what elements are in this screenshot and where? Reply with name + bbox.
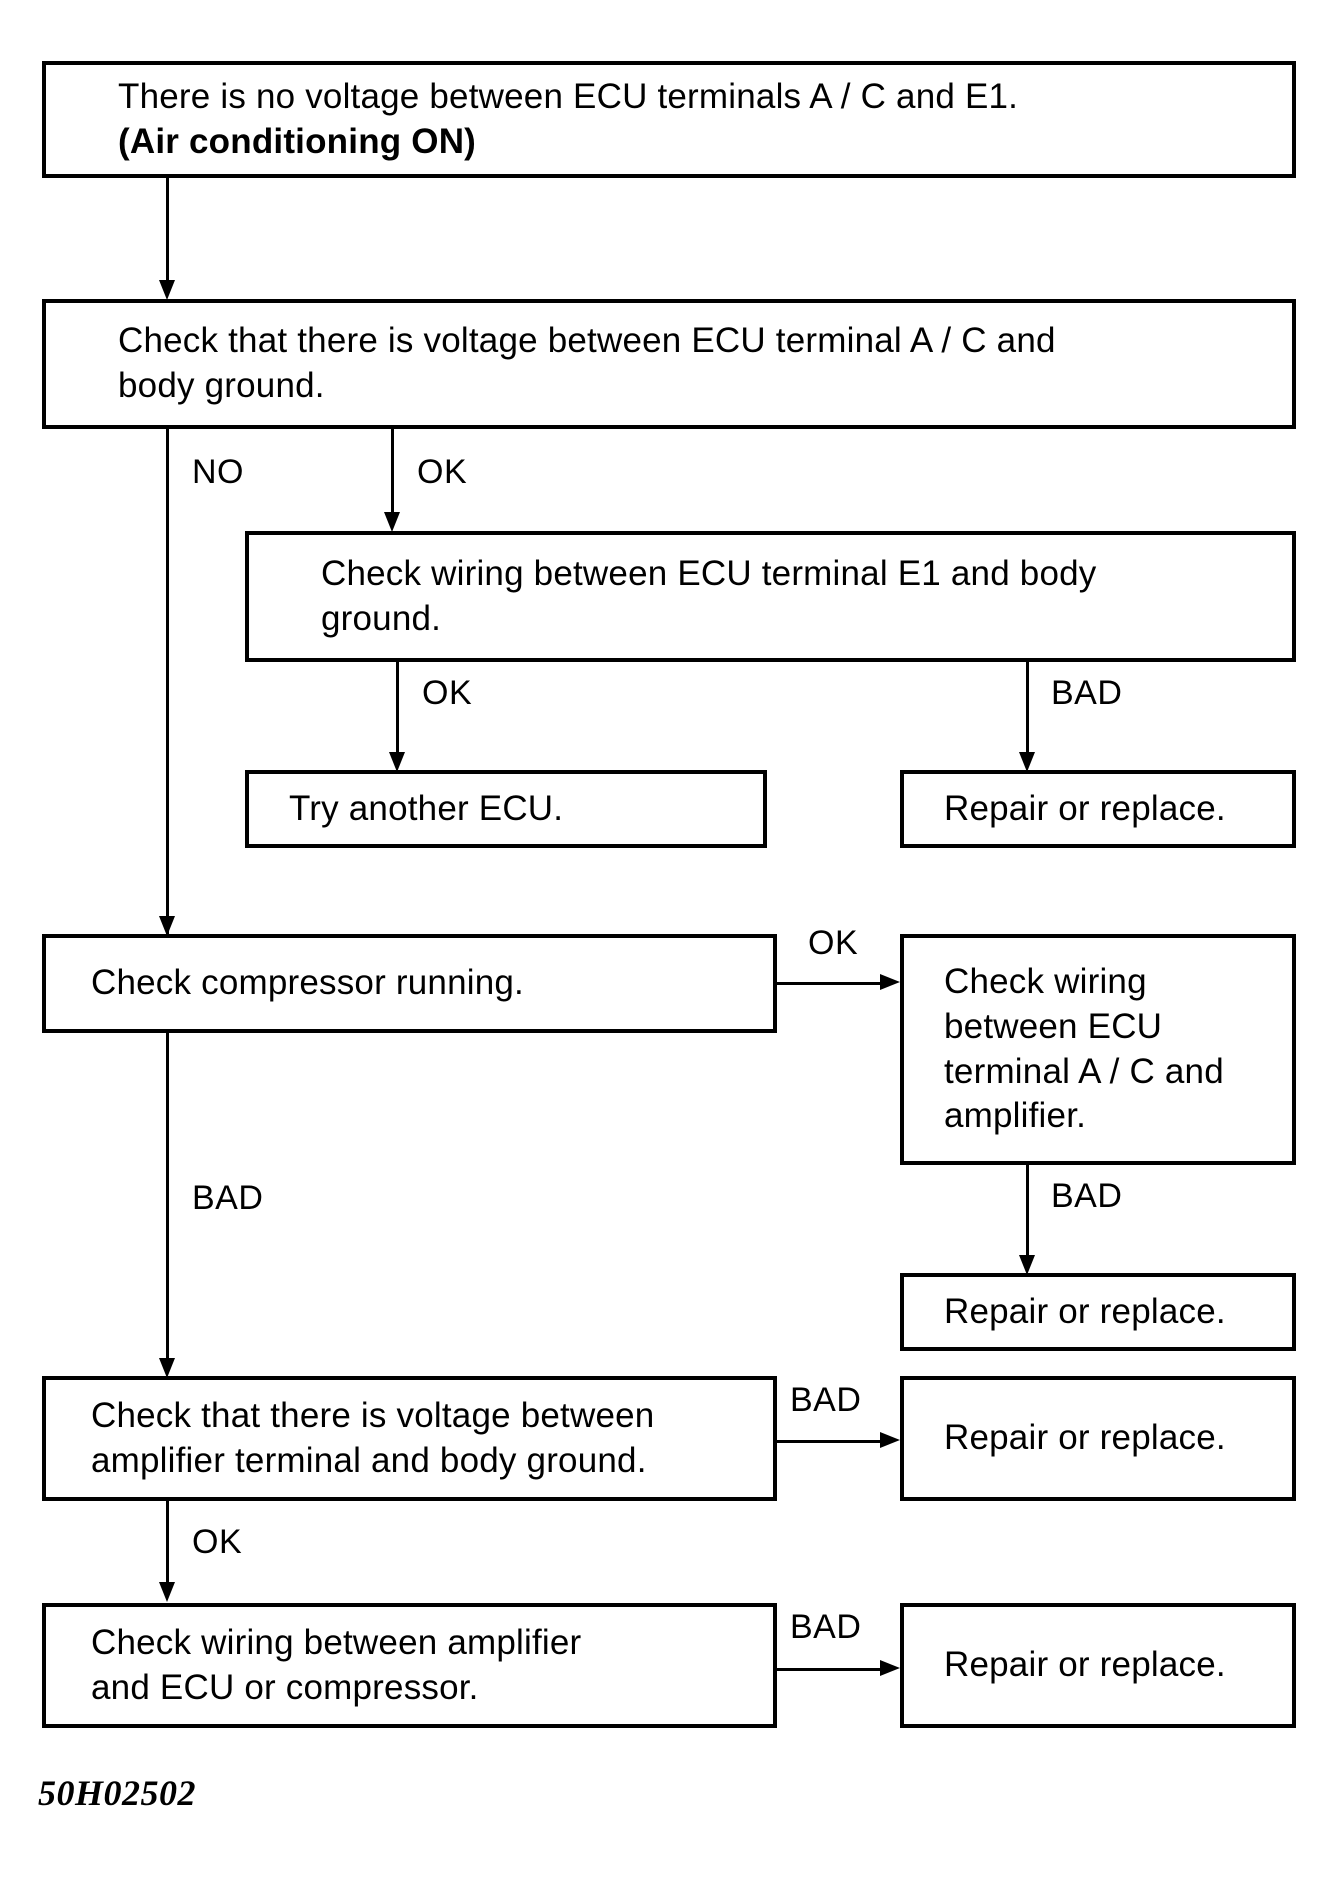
node-symptom-line1: There is no voltage between ECU terminal… <box>118 76 1019 116</box>
connector-ok-to-e1-check <box>391 429 394 514</box>
node-repair-replace-e1: Repair or replace. <box>900 770 1296 848</box>
arrowhead-ok-to-e1-check <box>384 512 400 532</box>
edge-label-bad-repair-e1: BAD <box>1051 674 1123 712</box>
node-check-wiring-amp-ecu-line2: and ECU or compressor. <box>91 1667 479 1707</box>
node-check-wiring-amp-line4: amplifier. <box>944 1096 1087 1136</box>
connector-ok-to-wiring-amp-ecu <box>166 1501 169 1586</box>
node-repair-replace-amp-terminal-line1: Repair or replace. <box>944 1418 1226 1458</box>
node-try-another-ecu: Try another ECU. <box>245 770 767 848</box>
node-symptom: There is no voltage between ECU terminal… <box>42 61 1296 178</box>
edge-label-no: NO <box>192 453 244 491</box>
node-symptom-line2: (Air conditioning ON) <box>118 121 477 161</box>
arrowhead-no-branch <box>159 916 175 936</box>
edge-label-ok-wiring-amp-ecu: OK <box>192 1523 243 1561</box>
edge-label-ok-e1: OK <box>417 453 468 491</box>
node-check-wiring-amp-line1: Check wiring <box>944 961 1147 1001</box>
node-check-wiring-amp-line3: terminal A / C and <box>944 1051 1224 1091</box>
node-repair-replace-amp-terminal: Repair or replace. <box>900 1376 1296 1501</box>
node-check-e1-body-ground-line2: ground. <box>321 598 442 638</box>
connector-symptom-to-ac-check-b <box>166 178 169 288</box>
connector-bad-to-repair-amp-ecu <box>777 1668 882 1671</box>
node-check-amp-terminal-voltage: Check that there is voltage between ampl… <box>42 1376 777 1501</box>
edge-label-ok-wiring-amp: OK <box>808 924 859 962</box>
connector-bad-to-repair-amp-terminal <box>777 1440 882 1443</box>
node-check-compressor-line1: Check compressor running. <box>91 963 524 1003</box>
connector-bad-to-amp-terminal <box>166 1033 169 1373</box>
node-repair-replace-e1-line1: Repair or replace. <box>944 788 1226 828</box>
edge-label-bad-repair-amp-terminal: BAD <box>790 1381 862 1419</box>
connector-bad-to-repair-amp-wiring <box>1026 1165 1029 1260</box>
node-check-ac-body-ground-line1: Check that there is voltage between ECU … <box>118 321 1056 361</box>
edge-label-ok-try-ecu: OK <box>422 674 473 712</box>
node-repair-replace-amp-ecu-line1: Repair or replace. <box>944 1645 1226 1685</box>
node-check-amp-terminal-voltage-line1: Check that there is voltage between <box>91 1395 655 1435</box>
connector-bad-to-repair-e1 <box>1026 662 1029 757</box>
edge-label-bad-repair-amp-wiring: BAD <box>1051 1177 1123 1215</box>
node-check-e1-body-ground-line1: Check wiring between ECU terminal E1 and… <box>321 553 1097 593</box>
node-try-another-ecu-line1: Try another ECU. <box>289 788 564 828</box>
arrowhead-symptom-to-ac-check <box>159 280 175 300</box>
node-check-wiring-amp: Check wiring between ECU terminal A / C … <box>900 934 1296 1165</box>
arrowhead-ok-to-wiring-amp <box>880 974 900 990</box>
arrowhead-bad-to-repair-amp-wiring <box>1019 1255 1035 1275</box>
node-check-wiring-amp-ecu-line1: Check wiring between amplifier <box>91 1622 582 1662</box>
figure-code: 50H02502 <box>38 1773 197 1813</box>
node-check-ac-body-ground: Check that there is voltage between ECU … <box>42 299 1296 429</box>
node-check-wiring-amp-ecu: Check wiring between amplifier and ECU o… <box>42 1603 777 1728</box>
node-check-ac-body-ground-line2: body ground. <box>118 366 325 405</box>
node-repair-replace-amp-wiring-line1: Repair or replace. <box>944 1291 1226 1331</box>
arrowhead-ok-to-try-ecu <box>389 752 405 772</box>
node-repair-replace-amp-ecu: Repair or replace. <box>900 1603 1296 1728</box>
arrowhead-bad-to-amp-terminal <box>159 1358 175 1378</box>
arrowhead-bad-to-repair-e1 <box>1019 752 1035 772</box>
connector-no-branch <box>166 429 169 934</box>
node-check-wiring-amp-line2: between ECU <box>944 1006 1163 1046</box>
node-check-e1-body-ground: Check wiring between ECU terminal E1 and… <box>245 531 1296 662</box>
node-check-compressor: Check compressor running. <box>42 934 777 1033</box>
connector-ok-to-try-ecu <box>396 662 399 757</box>
connector-ok-to-wiring-amp <box>777 982 882 985</box>
edge-label-bad-amp-terminal: BAD <box>192 1179 264 1217</box>
node-check-amp-terminal-voltage-line2: amplifier terminal and body ground. <box>91 1440 647 1480</box>
arrowhead-bad-to-repair-amp-terminal <box>880 1432 900 1448</box>
arrowhead-ok-to-wiring-amp-ecu <box>159 1582 175 1602</box>
edge-label-bad-repair-amp-ecu: BAD <box>790 1608 862 1646</box>
node-repair-replace-amp-wiring: Repair or replace. <box>900 1273 1296 1351</box>
arrowhead-bad-to-repair-amp-ecu <box>880 1660 900 1676</box>
